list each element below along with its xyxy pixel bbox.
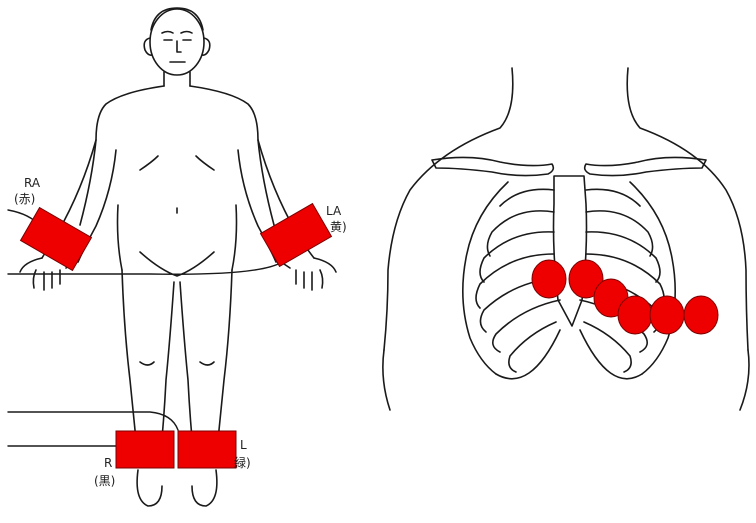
- electrode-v1: [532, 260, 566, 298]
- lower-torso: [383, 350, 749, 410]
- wire-arm-crossing: [8, 262, 282, 274]
- electrode-v6: [684, 296, 718, 334]
- ra-code-label: RA: [24, 176, 40, 190]
- groin: [140, 252, 214, 276]
- hair-outline: [151, 8, 203, 30]
- electrode-rl: [116, 431, 174, 468]
- electrode-v4: [618, 296, 652, 334]
- right-foot: [137, 470, 162, 506]
- la-color-label: 黄): [330, 220, 347, 234]
- sternum: [554, 176, 587, 326]
- costal-arch: [496, 330, 642, 379]
- right-clavicle: [432, 157, 553, 175]
- left-clavicle: [585, 157, 706, 175]
- eyebrows: [162, 32, 192, 34]
- left-foot: [192, 470, 217, 506]
- ll-code-label: L: [240, 438, 247, 452]
- rl-code-label: R: [104, 456, 112, 470]
- rl-color-label: (黒): [94, 474, 115, 488]
- thorax-figure: [383, 68, 749, 410]
- electrode-v5: [650, 296, 684, 334]
- wire-leg-upper: [8, 412, 178, 430]
- ra-color-label: (赤): [14, 192, 35, 206]
- hips: [118, 205, 237, 270]
- neck: [164, 72, 190, 86]
- knees: [140, 362, 214, 365]
- torso-outline: [80, 86, 274, 225]
- chest-marks: [140, 156, 214, 170]
- nose: [177, 41, 181, 52]
- la-code-label: LA: [326, 204, 341, 218]
- ll-color-label: 緑): [234, 456, 251, 470]
- electrode-ll: [178, 431, 236, 468]
- neck-left: [384, 68, 513, 350]
- left-hand: [284, 258, 336, 290]
